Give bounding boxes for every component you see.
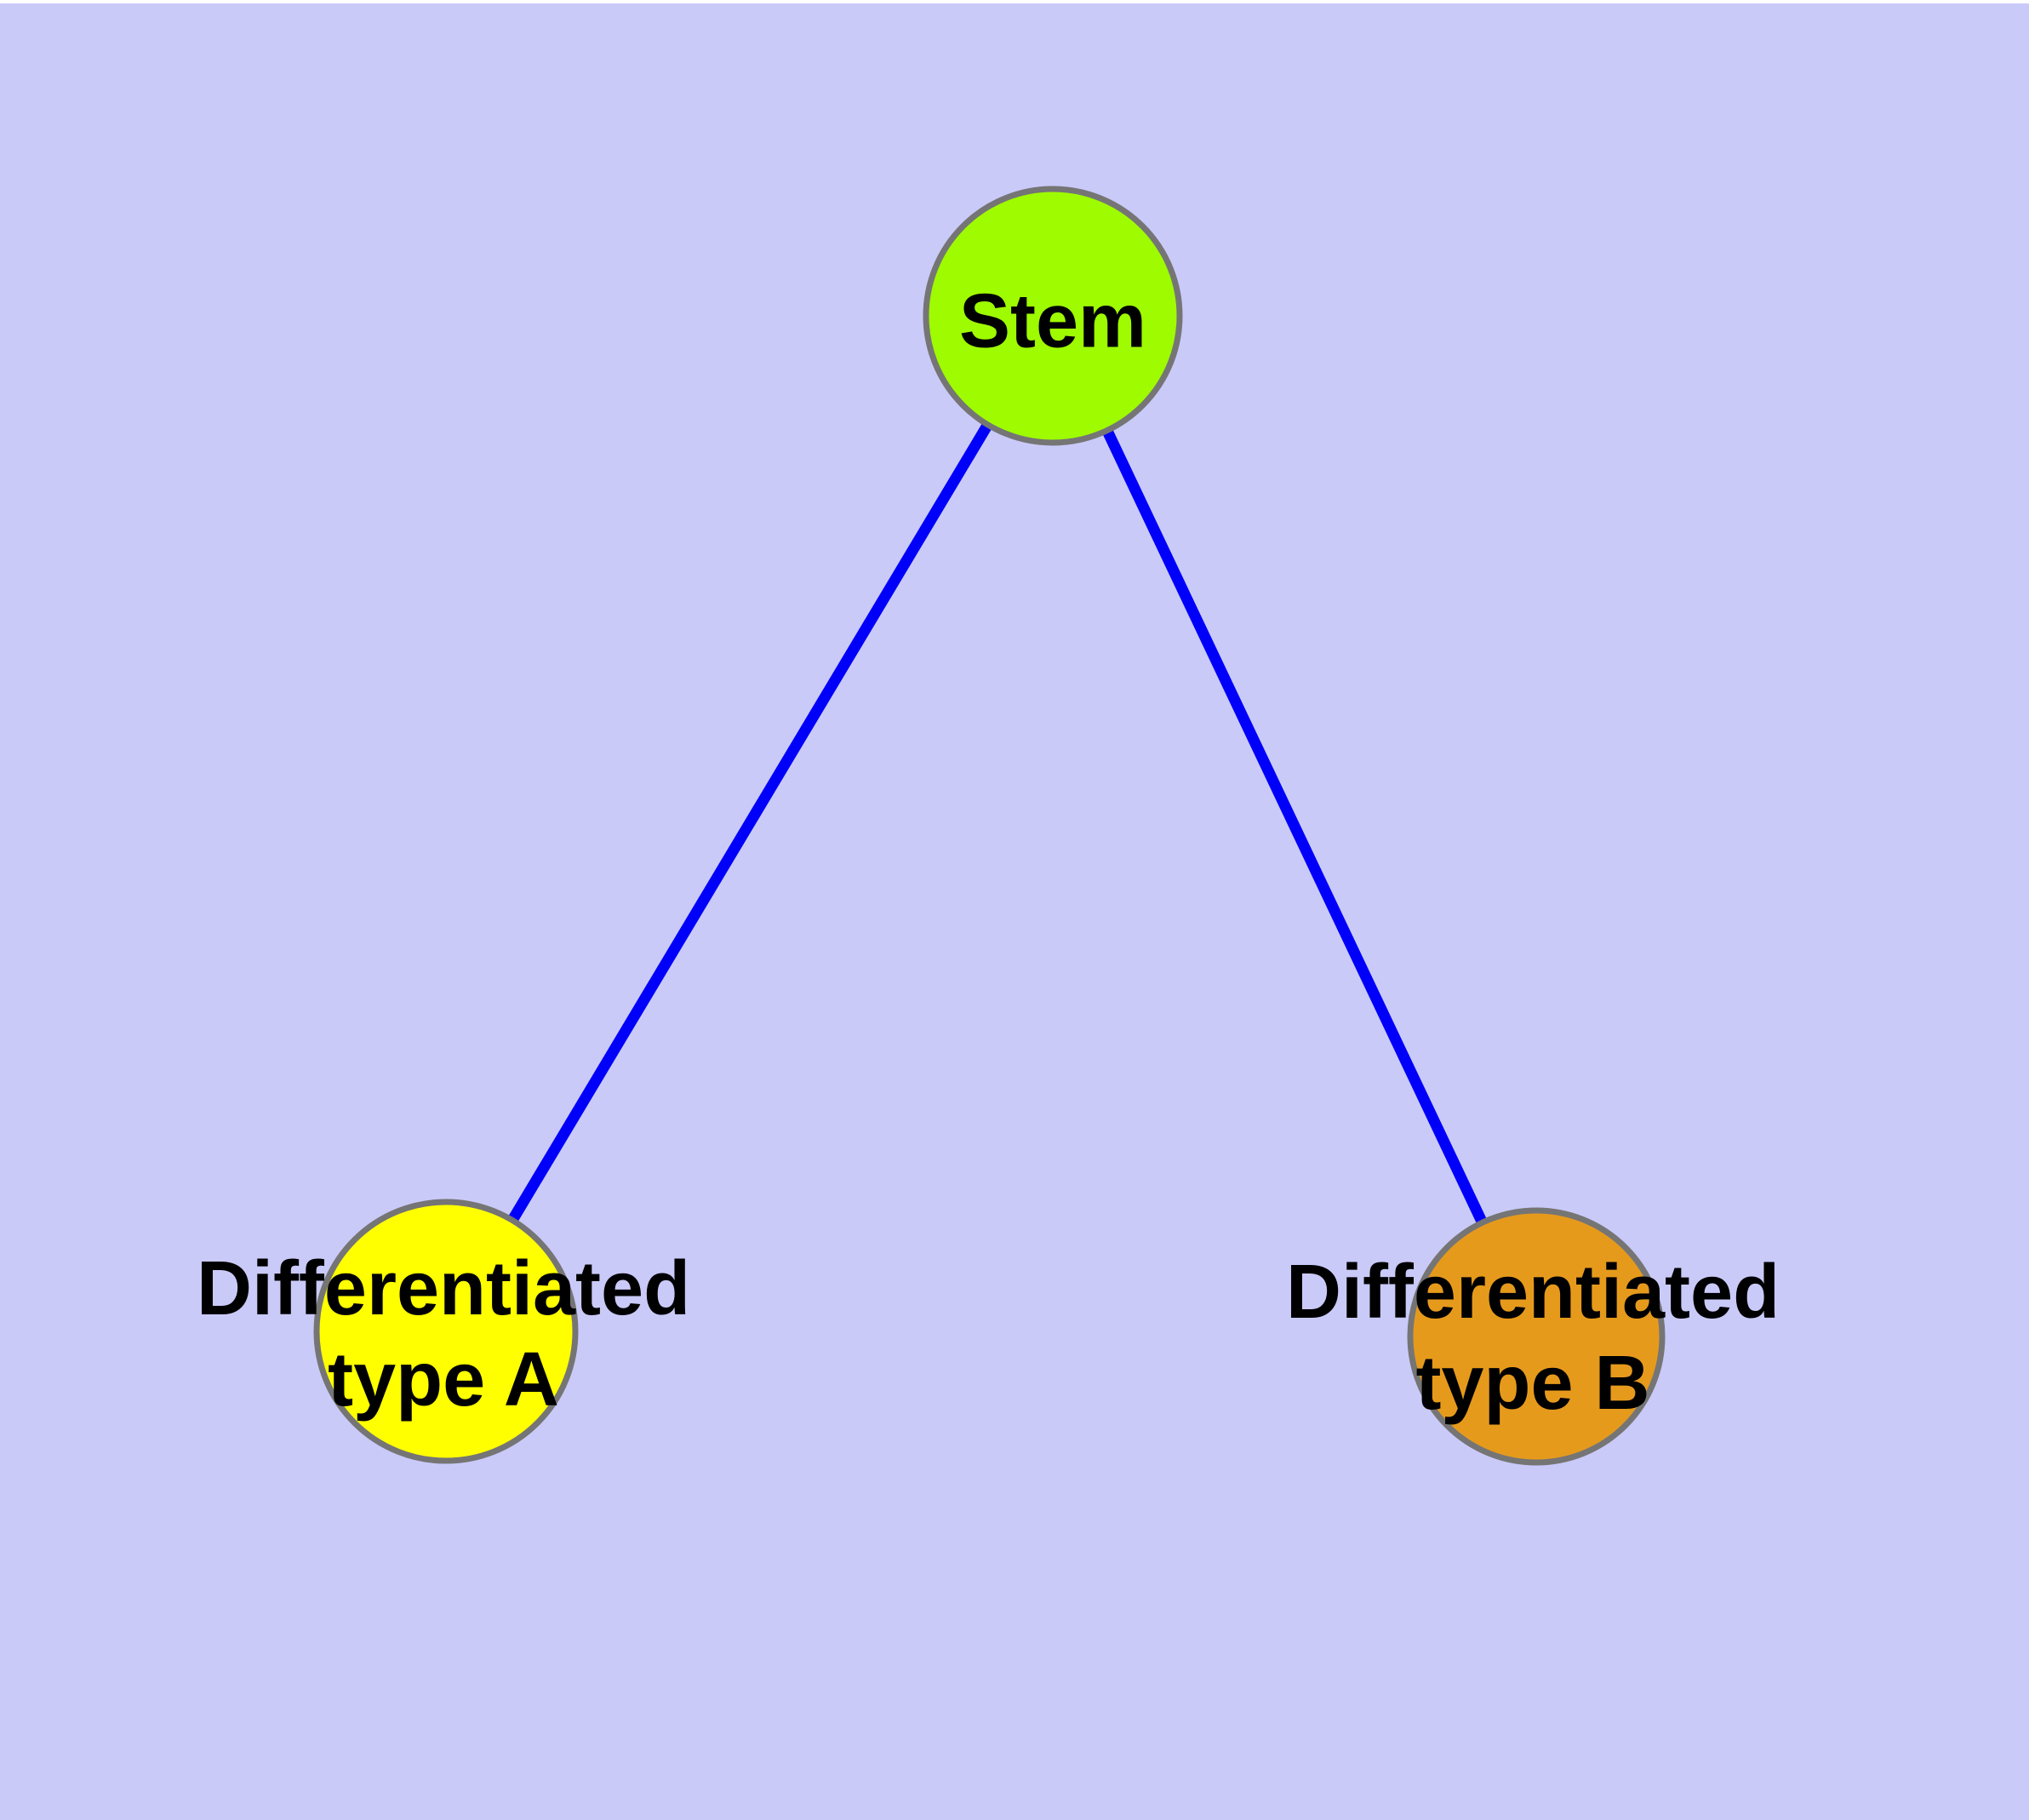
plot-device-margin (0, 0, 2029, 3)
node-differentiated-type-a-circle (313, 1199, 579, 1464)
edge-stem-to-type-b (1048, 313, 1541, 1339)
node-differentiated-type-a-label: Differentiated type A (197, 1244, 690, 1426)
node-differentiated-type-b-label: Differentiated type B (1286, 1247, 1780, 1429)
node-differentiated-type-b-circle (1407, 1207, 1666, 1466)
node-stem-circle (923, 186, 1183, 446)
node-label-line: type A (328, 1337, 559, 1422)
edge-stem-to-type-a (441, 312, 1058, 1335)
node-label-line: Stem (958, 278, 1147, 364)
node-stem-label: Stem (959, 277, 1146, 368)
node-label-line: type B (1415, 1341, 1650, 1426)
node-label-line: Differentiated (196, 1246, 691, 1331)
node-label-line: Differentiated (1285, 1250, 1780, 1335)
